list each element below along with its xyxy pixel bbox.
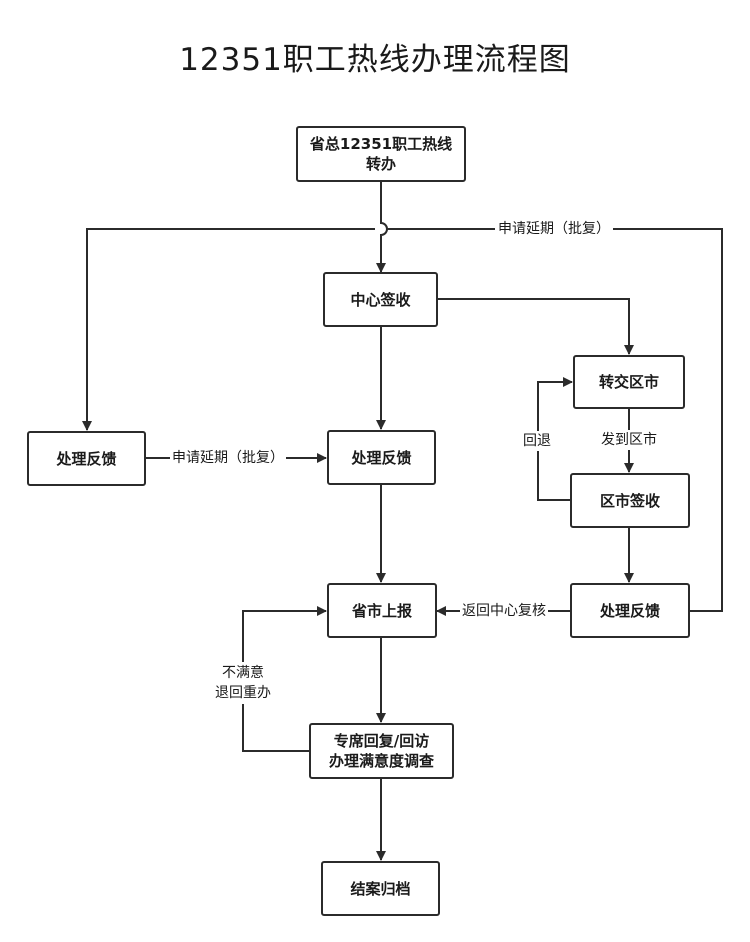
edge-provincial-to-center bbox=[376, 182, 388, 273]
node-city-feedback: 处理反馈 bbox=[570, 583, 690, 638]
node-survey: 专席回复/回访 办理满意度调查 bbox=[309, 723, 454, 779]
label-return-back: 回退 bbox=[522, 431, 552, 451]
label-send-city: 发到区市 bbox=[600, 430, 658, 450]
node-survey-line1: 专席回复/回访 bbox=[333, 732, 430, 750]
node-provincial-line2: 转办 bbox=[365, 155, 396, 173]
label-unsatisfied-line2: 退回重办 bbox=[215, 685, 271, 701]
edge-extension-to-left-feedback bbox=[82, 228, 375, 431]
label-return-center: 返回中心复核 bbox=[460, 601, 548, 621]
label-unsatisfied-line1: 不满意 bbox=[222, 665, 264, 681]
node-archive: 结案归档 bbox=[321, 861, 440, 916]
node-provincial-line1: 省总12351职工热线 bbox=[309, 135, 453, 153]
node-report: 省市上报 bbox=[327, 583, 437, 638]
edge-center-to-transfer bbox=[438, 298, 634, 355]
node-center-sign: 中心签收 bbox=[323, 272, 438, 327]
node-main-feedback: 处理反馈 bbox=[327, 430, 436, 485]
node-survey-line2: 办理满意度调查 bbox=[328, 752, 434, 770]
node-transfer-city: 转交区市 bbox=[573, 355, 685, 409]
page-title: 12351职工热线办理流程图 bbox=[179, 42, 571, 78]
label-mid-extension: 申请延期（批复） bbox=[170, 448, 286, 468]
label-top-extension: 申请延期（批复） bbox=[495, 219, 613, 239]
node-city-sign: 区市签收 bbox=[570, 473, 690, 528]
label-unsatisfied: 不满意 退回重办 bbox=[209, 662, 277, 704]
node-provincial-transfer: 省总12351职工热线 转办 bbox=[296, 126, 466, 182]
node-left-feedback: 处理反馈 bbox=[27, 431, 146, 486]
